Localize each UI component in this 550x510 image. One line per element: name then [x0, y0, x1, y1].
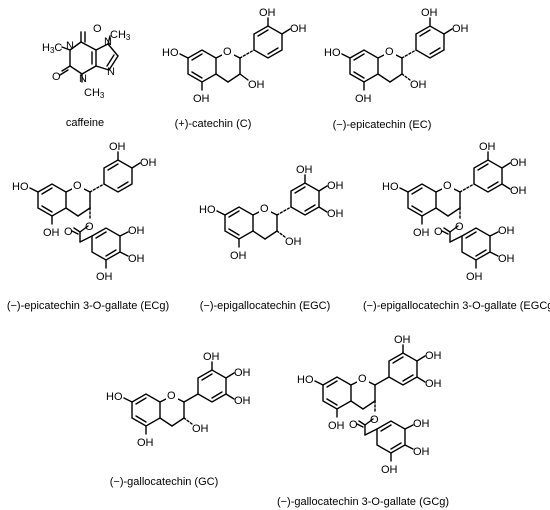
compound-caption: caffeine — [66, 117, 104, 129]
compound-caption: (+)-catechin (C) — [175, 118, 252, 130]
atom-label: OH — [327, 208, 344, 220]
compound-caption: (−)-epigallocatechin 3-O-gallate (EGCg) — [363, 300, 550, 312]
atom-label: OH — [296, 164, 313, 176]
catechin-structure: O HO OH OH OH OH (+)-catechin (C) — [162, 7, 307, 130]
compound-caption: (−)-gallocatechin (GC) — [110, 476, 219, 488]
atom-label: O — [260, 203, 269, 215]
atom-label: O — [358, 373, 367, 385]
atom-label: OH — [510, 157, 527, 169]
atom-label: OH — [192, 423, 209, 435]
methyl-label: CH3 — [110, 29, 131, 42]
atom-label: OH — [498, 225, 515, 237]
atom-label: OH — [413, 418, 430, 430]
atom-label: OH — [413, 227, 430, 239]
atom-label: O — [167, 390, 176, 402]
atom-label: N — [66, 40, 74, 52]
atom-label: OH — [290, 23, 307, 35]
atom-label: O — [349, 419, 358, 431]
atom-label: OH — [421, 7, 438, 19]
gcg-structure: O O O HO OH OH OH OH OH OH OH (−)-galloc… — [277, 334, 449, 508]
atom-label: O — [64, 226, 73, 238]
ecg-structure: O O O HO OH OH OH OH OH OH (−)-epicatech… — [7, 141, 169, 312]
compound-caption: (−)-epicatechin (EC) — [333, 119, 432, 131]
atom-label: OH — [452, 23, 469, 35]
atom-label: OH — [479, 141, 496, 153]
atom-label: O — [455, 221, 464, 233]
atom-label: O — [434, 226, 443, 238]
gc-structure: O HO OH OH OH OH OH (−)-gallocatechin (G… — [106, 351, 251, 488]
atom-label: O — [85, 221, 94, 233]
atom-label: O — [385, 46, 394, 58]
atom-label: OH — [137, 437, 154, 449]
atom-label: HO — [199, 204, 216, 216]
epicatechin-structure: O HO OH OH OH OH (−)-epicatechin (EC) — [324, 7, 469, 131]
atom-label: OH — [394, 334, 411, 346]
atom-label: OH — [128, 253, 145, 265]
atom-label: OH — [234, 367, 251, 379]
compound-caption: (−)-epicatechin 3-O-gallate (ECg) — [7, 300, 169, 312]
atom-label: OH — [466, 271, 483, 283]
atom-label: OH — [328, 420, 345, 432]
atom-label: N — [79, 73, 87, 85]
atom-label: OH — [128, 225, 145, 237]
compound-caption: (−)-gallocatechin 3-O-gallate (GCg) — [277, 496, 449, 508]
atom-label: OH — [248, 79, 265, 91]
atom-label: OH — [234, 395, 251, 407]
atom-label: N — [107, 66, 115, 78]
atom-label: OH — [285, 236, 302, 248]
atom-label: OH — [230, 250, 247, 262]
atom-label: OH — [327, 180, 344, 192]
atom-label: HO — [162, 47, 179, 59]
compound-caption: (−)-epigallocatechin (EGC) — [200, 300, 331, 312]
atom-label: HO — [297, 374, 314, 386]
atom-label: OH — [193, 93, 210, 105]
atom-label: OH — [43, 227, 60, 239]
atom-label: HO — [106, 391, 123, 403]
atom-label: O — [443, 180, 452, 192]
egcg-structure: O O O HO OH OH OH OH OH OH OH (−)-epigal… — [363, 141, 550, 312]
methyl-label: CH3 — [84, 87, 105, 100]
atom-label: OH — [510, 185, 527, 197]
methyl-label: H3C — [42, 42, 62, 55]
atom-label: OH — [425, 378, 442, 390]
atom-label: O — [73, 180, 82, 192]
atom-label: HO — [12, 181, 29, 193]
atom-label: O — [223, 46, 232, 58]
atom-label: OH — [259, 7, 276, 19]
atom-label: O — [93, 23, 102, 35]
atom-label: OH — [140, 157, 157, 169]
atom-label: OH — [381, 464, 398, 476]
atom-label: OH — [410, 79, 427, 91]
egc-structure: O HO OH OH OH OH OH (−)-epigallocatechin… — [199, 164, 344, 312]
atom-label: N — [104, 36, 112, 48]
atom-label: OH — [355, 93, 372, 105]
atom-label: O — [370, 414, 379, 426]
atom-label: HO — [382, 181, 399, 193]
atom-label: OH — [109, 141, 126, 153]
atom-label: OH — [425, 350, 442, 362]
atom-label: OH — [203, 351, 220, 363]
atom-label: O — [52, 71, 61, 83]
atom-label: OH — [498, 253, 515, 265]
caffeine-structure: O N O N N N H3C CH3 CH3 caffeine — [42, 23, 131, 129]
atom-label: OH — [96, 271, 113, 283]
atom-label: OH — [413, 446, 430, 458]
atom-label: HO — [324, 47, 341, 59]
